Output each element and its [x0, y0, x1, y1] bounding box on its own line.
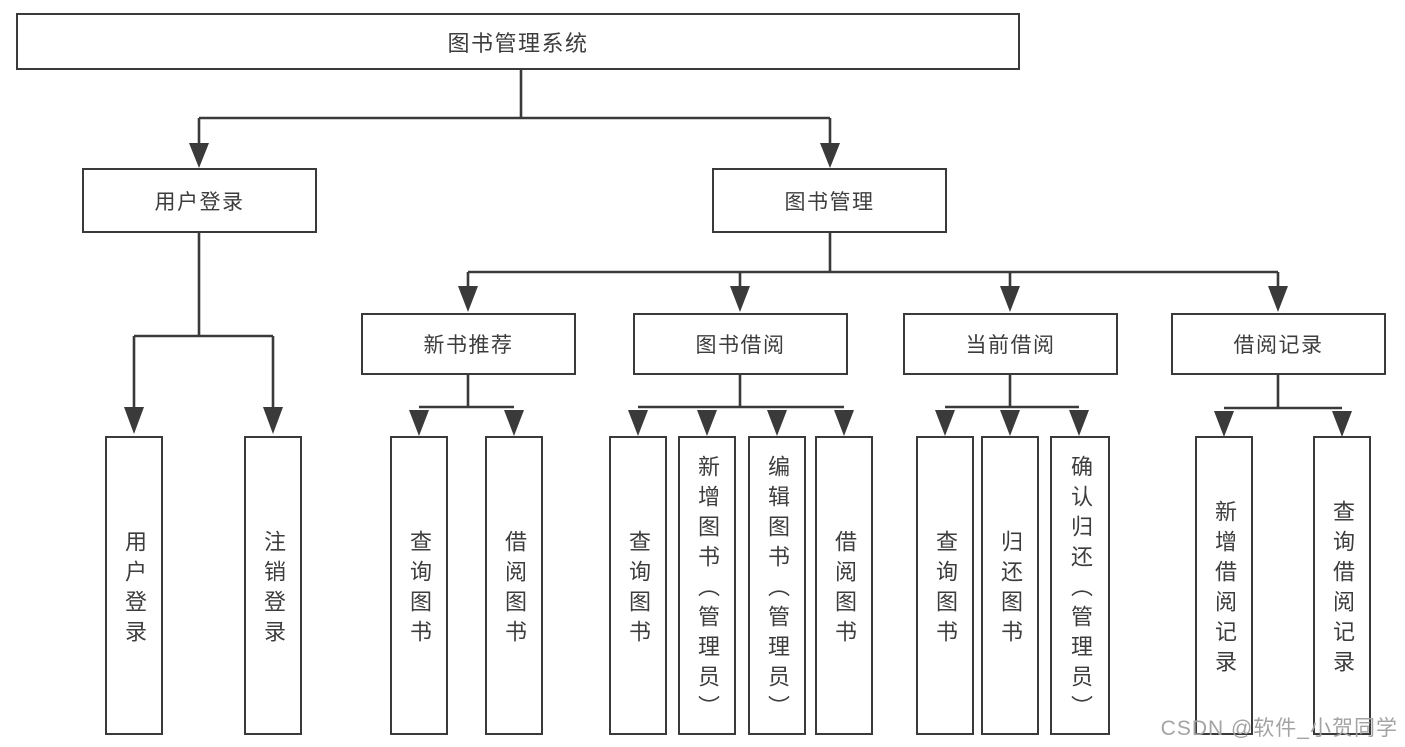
- leaf-borrow-books-recommend: 借阅图书: [485, 436, 543, 735]
- node-book-borrowing-label: 图书借阅: [695, 334, 786, 357]
- node-user-login-label: 用户登录: [154, 190, 245, 214]
- leaf-borrow-books-borrowing: 借阅图书: [815, 436, 873, 735]
- leaf-query-books-borrowing: 查询图书: [609, 436, 667, 735]
- csdn-watermark: CSDN @软件_小贺同学: [1160, 717, 1398, 740]
- leaf-add-borrow-record: 新增借阅记录: [1195, 436, 1253, 735]
- leaf-query-books-recommend: 查询图书: [390, 436, 448, 735]
- leaf-query-borrow-record: 查询借阅记录: [1313, 436, 1371, 735]
- leaf-add-book-admin-label: 新增图书（管理员）: [695, 454, 720, 725]
- node-new-book-recommend-label: 新书推荐: [423, 334, 514, 357]
- leaf-logout-label: 注销登录: [261, 529, 286, 650]
- node-current-borrowing: 当前借阅: [903, 313, 1118, 375]
- leaf-add-borrow-record-label: 新增借阅记录: [1212, 499, 1237, 680]
- node-borrowing-records: 借阅记录: [1171, 313, 1386, 375]
- node-user-login: 用户登录: [82, 168, 317, 233]
- leaf-edit-book-admin-label: 编辑图书（管理员）: [765, 454, 790, 725]
- leaf-query-books-current: 查询图书: [916, 436, 974, 735]
- leaf-user-login: 用户登录: [105, 436, 163, 735]
- leaf-borrow-books-recommend-label: 借阅图书: [502, 529, 527, 650]
- node-book-management-label: 图书管理: [784, 190, 875, 214]
- leaf-query-borrow-record-label: 查询借阅记录: [1330, 499, 1355, 680]
- node-borrowing-records-label: 借阅记录: [1233, 334, 1324, 357]
- leaf-borrow-books-borrowing-label: 借阅图书: [832, 529, 857, 650]
- leaf-add-book-admin: 新增图书（管理员）: [678, 436, 736, 735]
- leaf-confirm-return-admin: 确认归还（管理员）: [1050, 436, 1110, 735]
- node-library-management-system: 图书管理系统: [16, 13, 1020, 70]
- leaf-return-book: 归还图书: [981, 436, 1039, 735]
- node-library-management-system-label: 图书管理系统: [447, 30, 589, 56]
- leaf-edit-book-admin: 编辑图书（管理员）: [748, 436, 806, 735]
- node-book-borrowing: 图书借阅: [633, 313, 848, 375]
- node-current-borrowing-label: 当前借阅: [965, 334, 1056, 357]
- node-book-management: 图书管理: [712, 168, 947, 233]
- leaf-user-login-label: 用户登录: [122, 529, 147, 650]
- leaf-confirm-return-admin-label: 确认归还（管理员）: [1068, 454, 1093, 725]
- leaf-query-books-current-label: 查询图书: [933, 529, 958, 650]
- node-new-book-recommend: 新书推荐: [361, 313, 576, 375]
- leaf-query-books-recommend-label: 查询图书: [407, 529, 432, 650]
- leaf-query-books-borrowing-label: 查询图书: [626, 529, 651, 650]
- leaf-return-book-label: 归还图书: [998, 529, 1023, 650]
- leaf-logout: 注销登录: [244, 436, 302, 735]
